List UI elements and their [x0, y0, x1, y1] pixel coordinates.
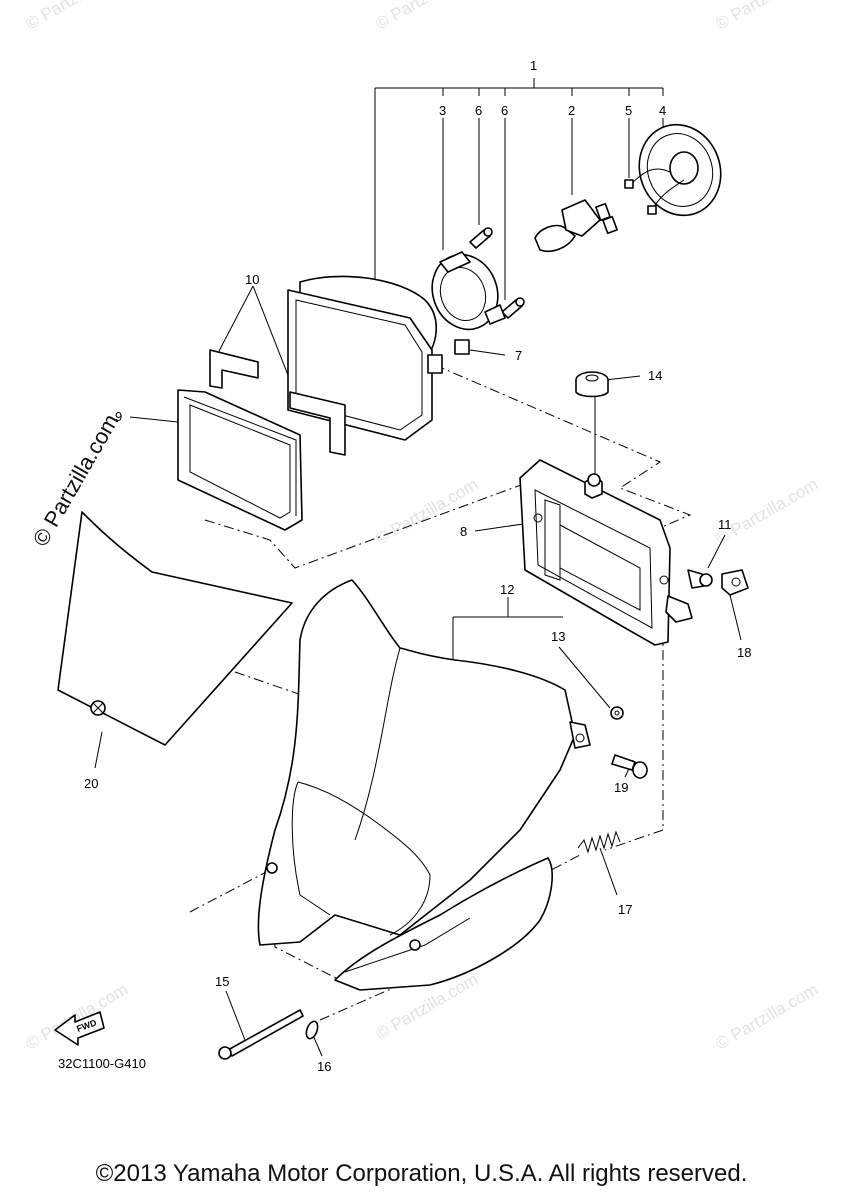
callout-6b: 6 — [501, 103, 508, 118]
grommet — [575, 371, 609, 398]
washer-13 — [610, 706, 624, 720]
callout-2: 2 — [568, 103, 575, 118]
rubber-strips — [209, 349, 346, 456]
callout-4: 4 — [659, 103, 666, 118]
callout-17: 17 — [618, 902, 632, 917]
bolt-19 — [611, 754, 648, 779]
callout-6a: 6 — [475, 103, 482, 118]
watermark: © Partzilla.com — [713, 980, 822, 1054]
callout-10: 10 — [245, 272, 259, 287]
callout-11: 11 — [718, 517, 732, 532]
callout-15: 15 — [215, 974, 229, 989]
callout-12: 12 — [500, 582, 514, 597]
gasket-frame — [177, 389, 303, 531]
fwd-arrow-icon: FWD — [54, 1011, 105, 1046]
callout-9: 9 — [115, 409, 122, 424]
callout-labels: 1 2 3 4 5 6 6 7 8 9 10 11 12 13 14 15 16… — [58, 58, 751, 1074]
callout-16: 16 — [317, 1059, 331, 1074]
diagram-code: 32C1100-G410 — [58, 1056, 146, 1071]
callout-19: 19 — [614, 780, 628, 795]
copyright-notice: ©2013 Yamaha Motor Corporation, U.S.A. A… — [95, 1160, 748, 1187]
washer-16 — [305, 1020, 319, 1040]
watermark: © Partzilla.com — [713, 475, 822, 549]
bulb-holder — [431, 251, 506, 331]
callout-5: 5 — [625, 103, 632, 118]
lower-guard — [334, 857, 553, 991]
callout-1-bracket — [374, 78, 664, 285]
callout-20: 20 — [84, 776, 98, 791]
callout-14: 14 — [648, 368, 662, 383]
watermark-large: © Partzilla.com — [28, 410, 124, 551]
callout-1: 1 — [530, 58, 537, 73]
side-panel — [57, 511, 293, 746]
headlight-cowl — [257, 579, 591, 946]
watermark: © Partzilla.com — [23, 0, 132, 33]
callout-7: 7 — [515, 348, 522, 363]
bolt-11 — [687, 569, 713, 589]
watermark: © Partzilla.com — [713, 0, 822, 33]
spring-17 — [577, 830, 621, 854]
callout-8: 8 — [460, 524, 467, 539]
long-bolt-15 — [218, 1009, 304, 1060]
callout-13: 13 — [551, 629, 565, 644]
nut-18 — [721, 569, 749, 596]
callout-3: 3 — [439, 103, 446, 118]
headlight-bulb — [534, 199, 618, 252]
bulb-cover — [624, 123, 722, 217]
watermark: © Partzilla.com — [373, 0, 482, 33]
headlight-bracket — [519, 459, 693, 646]
callout-18: 18 — [737, 645, 751, 660]
screws — [469, 227, 525, 319]
